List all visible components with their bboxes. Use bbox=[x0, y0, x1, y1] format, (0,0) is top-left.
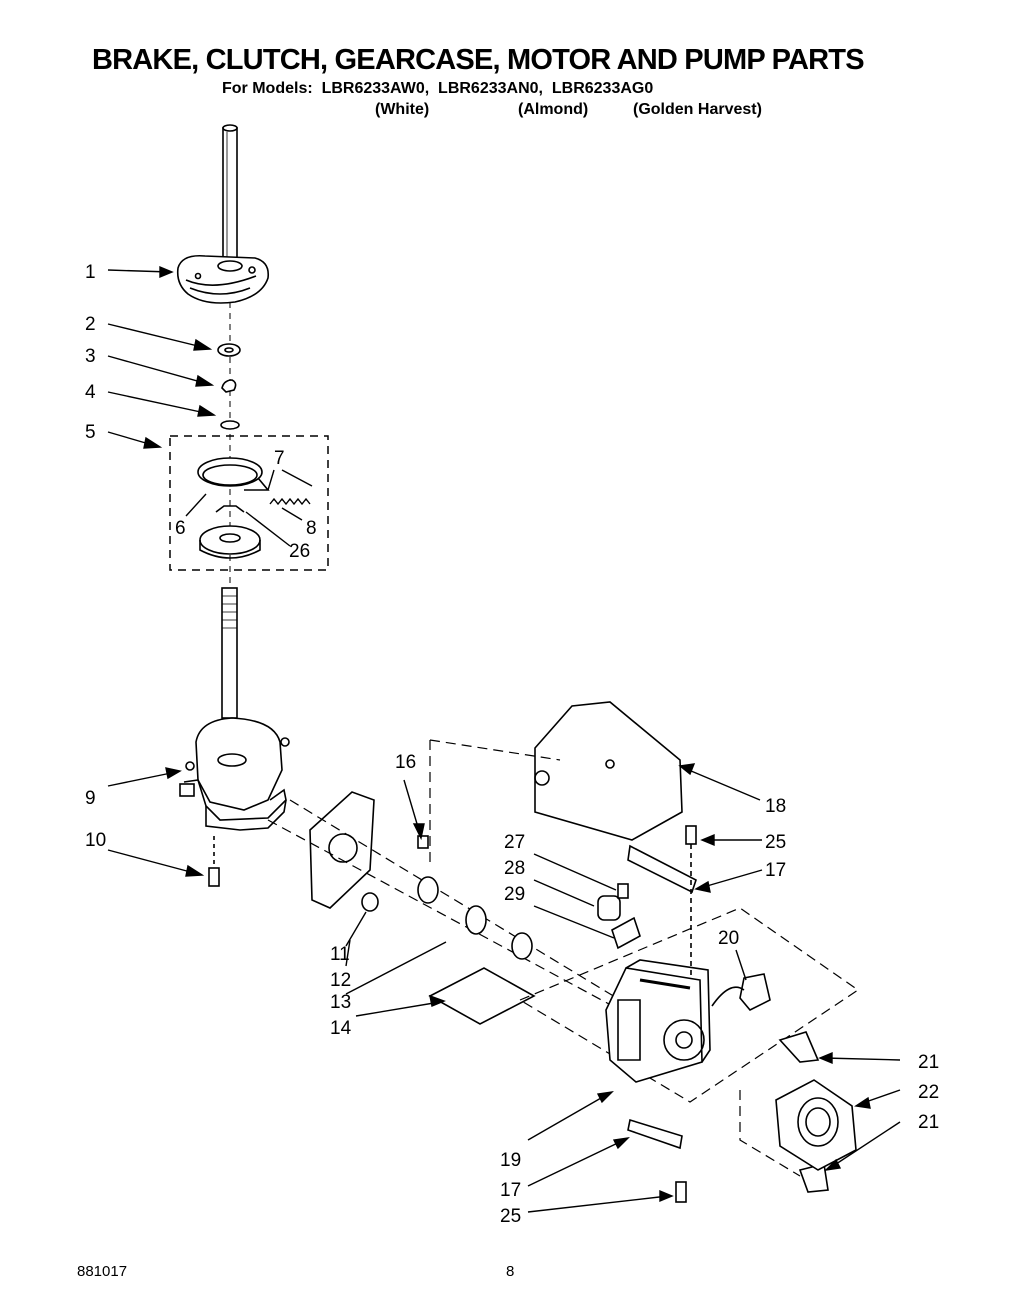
model-almond: LBR6233AN0, bbox=[438, 80, 543, 97]
models-line: For Models: LBR6233AW0, LBR6233AN0, LBR6… bbox=[222, 80, 653, 98]
callout-4: 4 bbox=[85, 382, 96, 403]
brake-yoke bbox=[215, 505, 245, 513]
bracket-17-lower bbox=[627, 1118, 683, 1150]
bolt-25-lower bbox=[675, 1181, 687, 1203]
brake-base bbox=[199, 525, 261, 559]
callout-1: 1 bbox=[85, 262, 96, 283]
clip-21-upper bbox=[778, 1031, 820, 1063]
gearcase-bolt bbox=[208, 836, 220, 887]
bolt-25-upper bbox=[685, 825, 697, 845]
motor-coupling bbox=[511, 932, 533, 960]
callout-13: 13 bbox=[330, 992, 351, 1013]
callout-19: 19 bbox=[500, 1150, 521, 1171]
callout-25-lower: 25 bbox=[500, 1206, 521, 1227]
adapter-plate bbox=[309, 791, 375, 909]
variant-almond: (Almond) bbox=[518, 101, 589, 118]
page-number: 8 bbox=[506, 1263, 515, 1280]
brake-assembly-box bbox=[169, 435, 329, 571]
water-pump bbox=[775, 1079, 857, 1171]
leader-lines bbox=[107, 265, 901, 1213]
callout-22: 22 bbox=[918, 1082, 939, 1103]
brake-cam bbox=[176, 254, 270, 304]
callout-labels: 1 2 3 4 5 6 7 8 26 9 10 11 12 13 14 16 1… bbox=[85, 262, 939, 1227]
callout-17-lower: 17 bbox=[500, 1180, 521, 1201]
callout-7: 7 bbox=[274, 448, 285, 469]
capacitor-screw bbox=[617, 883, 629, 899]
retainer-clip bbox=[221, 379, 237, 393]
capacitor bbox=[597, 895, 621, 921]
callout-18: 18 bbox=[765, 796, 786, 817]
lower-shaft bbox=[221, 587, 238, 719]
variant-white: (White) bbox=[375, 101, 430, 118]
callout-10: 10 bbox=[85, 830, 106, 851]
callout-26: 26 bbox=[289, 541, 310, 562]
variant-golden: (Golden Harvest) bbox=[633, 101, 762, 118]
callout-21-upper: 21 bbox=[918, 1052, 939, 1073]
models-label: For Models: bbox=[222, 80, 313, 97]
callout-28: 28 bbox=[504, 858, 525, 879]
callout-11: 11 bbox=[330, 944, 350, 965]
callout-3: 3 bbox=[85, 346, 96, 367]
baffle-18 bbox=[534, 701, 683, 841]
page-title: BRAKE, CLUTCH, GEARCASE, MOTOR AND PUMP … bbox=[92, 44, 865, 76]
retaining-ring bbox=[220, 420, 240, 430]
motor-switch bbox=[739, 973, 771, 1011]
callout-14: 14 bbox=[330, 1018, 352, 1039]
shield-14 bbox=[428, 967, 536, 1025]
screw-16 bbox=[417, 835, 429, 849]
callout-29: 29 bbox=[504, 884, 525, 905]
gearcase bbox=[179, 717, 290, 831]
callout-12: 12 bbox=[330, 970, 351, 991]
document-number: 881017 bbox=[77, 1263, 128, 1280]
washer bbox=[217, 343, 241, 357]
brake-band bbox=[197, 457, 270, 491]
drive-motor bbox=[605, 959, 711, 1083]
callout-16: 16 bbox=[395, 752, 416, 773]
callout-5: 5 bbox=[85, 422, 96, 443]
callout-9: 9 bbox=[85, 788, 96, 809]
coupler bbox=[361, 892, 379, 912]
capacitor-strap bbox=[611, 916, 641, 950]
callout-17-upper: 17 bbox=[765, 860, 786, 881]
brake-spring bbox=[269, 497, 311, 506]
model-white: LBR6233AW0, bbox=[321, 80, 430, 97]
upper-shaft bbox=[222, 124, 238, 269]
coupling-hub bbox=[417, 876, 439, 904]
callout-6: 6 bbox=[175, 518, 186, 539]
callout-8: 8 bbox=[306, 518, 317, 539]
callout-21-lower: 21 bbox=[918, 1112, 939, 1133]
callout-2: 2 bbox=[85, 314, 96, 335]
callout-20: 20 bbox=[718, 928, 739, 949]
bracket-17 bbox=[627, 844, 697, 894]
model-golden: LBR6233AG0 bbox=[551, 80, 654, 97]
drive-disc bbox=[465, 905, 487, 935]
callout-27: 27 bbox=[504, 832, 525, 853]
callout-25-upper: 25 bbox=[765, 832, 786, 853]
